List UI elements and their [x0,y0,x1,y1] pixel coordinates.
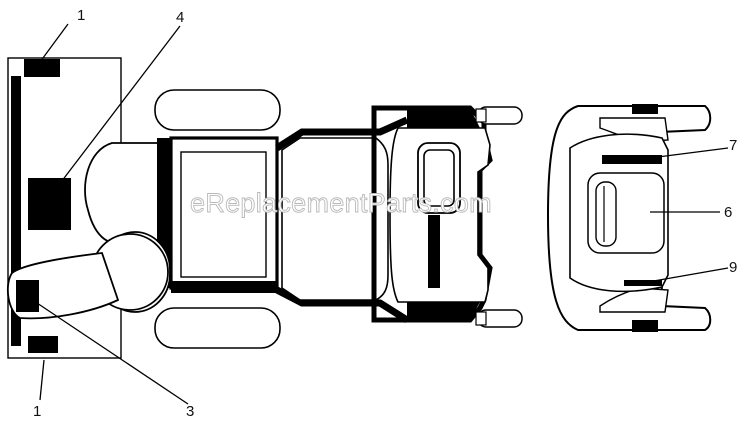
watermark: eReplacementParts.com [190,188,492,218]
front-wheels [475,106,523,328]
callout-1-bottom: 1 [33,403,41,420]
decal-1-top [24,59,60,77]
seat-assembly [6,138,171,320]
front-attachment [546,104,712,332]
callout-7: 7 [729,137,737,154]
hood-decal [428,215,440,288]
decal-1-bottom [28,336,58,353]
rear-wheel-top [154,89,281,131]
leader-lines [27,23,729,405]
rear-wheel-bottom [154,307,281,349]
decal-7 [602,155,662,164]
callout-6: 6 [724,204,732,221]
callout-labels: 1 4 7 6 9 1 3 [33,7,737,420]
callout-1-top: 1 [77,7,85,24]
decal-3 [16,280,39,312]
callout-9: 9 [729,259,737,276]
decal-9 [624,280,662,286]
decal-4 [28,178,71,230]
callout-3: 3 [186,403,194,420]
callout-4: 4 [176,9,184,26]
mower-deck [169,116,409,323]
